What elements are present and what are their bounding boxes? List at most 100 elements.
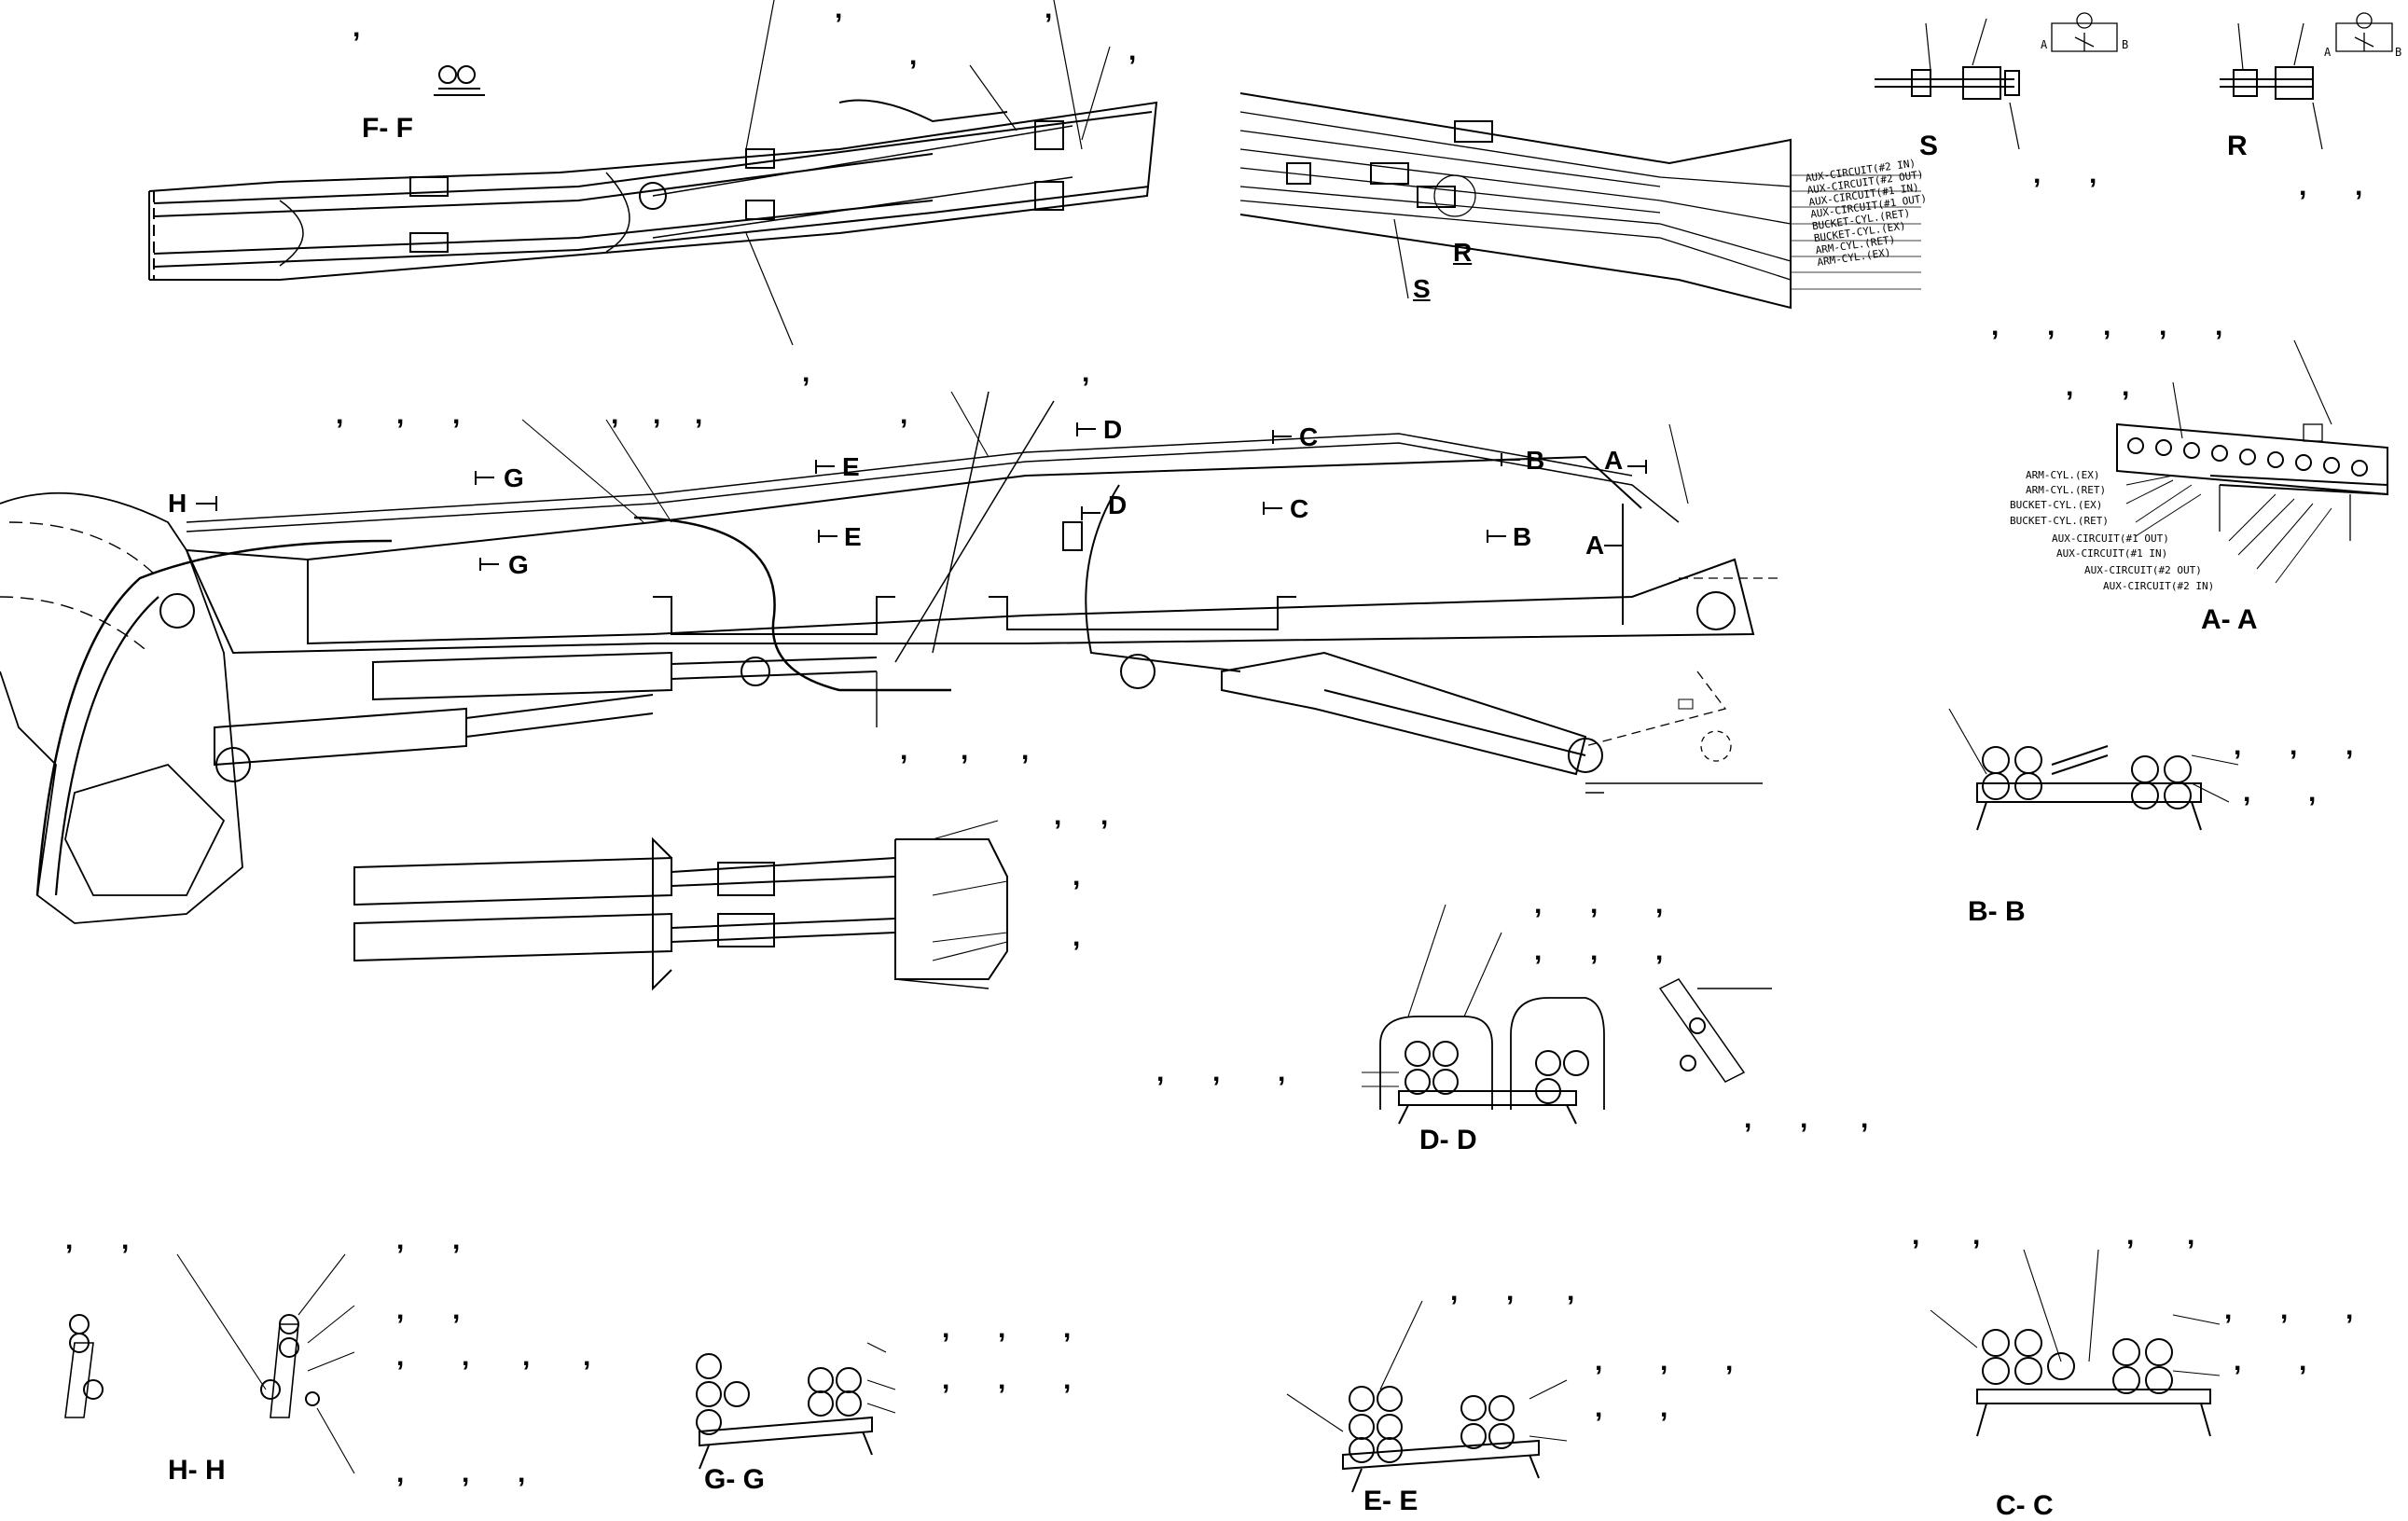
callout-comma: ,	[1595, 1392, 1603, 1423]
section-aa	[2116, 339, 2388, 584]
callout-comma: ,	[396, 1224, 405, 1255]
cut-marker-b: B	[1526, 446, 1545, 475]
cut-marker-d: D	[1108, 491, 1128, 519]
valve-port-b: B	[2395, 46, 2402, 59]
top-view-arm	[148, 0, 1158, 346]
callout-comma: ,	[462, 1341, 470, 1372]
callout-comma: ,	[1073, 921, 1081, 952]
callout-comma: ,	[1073, 861, 1081, 892]
callout-comma: ,	[462, 1458, 470, 1488]
section-label-aa: A- A	[2201, 604, 2258, 635]
callout-comma: ,	[611, 399, 619, 430]
hose-label: AUX-CIRCUIT(#2 OUT)	[2084, 564, 2202, 576]
callout-comma: ,	[961, 735, 969, 766]
hose-label: AUX-CIRCUIT(#1 OUT)	[2052, 532, 2169, 545]
hose-label: ARM-CYL.(EX)	[2026, 469, 2100, 481]
callout-comma: ,	[2355, 171, 2363, 201]
cut-marker-arrows	[196, 422, 1647, 571]
callout-comma: ,	[1278, 1057, 1286, 1087]
callout-comma: ,	[2066, 371, 2074, 402]
callout-comma: ,	[942, 1364, 950, 1395]
callout-comma: ,	[396, 1294, 405, 1325]
callout-comma: ,	[2187, 1220, 2195, 1251]
cut-marker-h: H	[168, 489, 187, 518]
callout-comma: ,	[452, 1224, 461, 1255]
callout-comma: ,	[900, 399, 908, 430]
callout-comma: ,	[1595, 1346, 1603, 1376]
callout-comma: ,	[2234, 1346, 2242, 1376]
callout-comma: ,	[1534, 889, 1543, 920]
section-label-ee: E- E	[1363, 1486, 1419, 1516]
callout-comma: ,	[2224, 1294, 2233, 1325]
section-ff-clamp	[434, 65, 485, 96]
cut-marker-c: C	[1299, 422, 1319, 451]
detail-callout-s: S	[1413, 274, 1431, 303]
callout-comma: ,	[1800, 1103, 1808, 1134]
callout-comma: ,	[1991, 311, 2000, 341]
callout-comma: ,	[2089, 159, 2097, 189]
callout-comma: ,	[1744, 1103, 1752, 1134]
callout-comma: ,	[353, 12, 361, 43]
callout-comma: ,	[1655, 889, 1664, 920]
callout-comma: ,	[1082, 357, 1090, 388]
section-hh	[64, 1253, 355, 1474]
callout-comma: ,	[2299, 171, 2307, 201]
callout-comma: ,	[998, 1364, 1006, 1395]
callout-comma: ,	[1212, 1057, 1221, 1087]
section-label-bb: B- B	[1968, 896, 2026, 927]
callout-comma: ,	[1045, 0, 1053, 24]
callout-comma: ,	[583, 1341, 591, 1372]
callout-comma: ,	[653, 399, 661, 430]
hose-label: BUCKET-CYL.(EX)	[2010, 499, 2103, 511]
valve-port-a: A	[2324, 46, 2332, 59]
cut-marker-a: A	[1604, 446, 1624, 475]
cut-marker-a: A	[1585, 531, 1605, 560]
section-cc	[1930, 1249, 2221, 1437]
callout-comma: ,	[1534, 935, 1543, 966]
callout-comma: ,	[452, 1294, 461, 1325]
callout-comma: ,	[909, 40, 918, 71]
callout-comma: ,	[2308, 777, 2317, 808]
callout-comma: ,	[396, 1458, 405, 1488]
callout-comma: ,	[2290, 730, 2298, 761]
hose-label: BUCKET-CYL.(RET)	[2010, 515, 2109, 527]
main-boom-side-view	[0, 391, 1781, 924]
cut-marker-c: C	[1290, 494, 1309, 523]
hose-label: AUX-CIRCUIT(#2 IN)	[2103, 580, 2215, 592]
callout-comma: ,	[695, 399, 703, 430]
callout-comma: ,	[942, 1313, 950, 1344]
callout-comma: ,	[1655, 935, 1664, 966]
detail-callout-r: R	[1453, 238, 1473, 267]
callout-comma: ,	[2346, 730, 2354, 761]
callout-comma: ,	[396, 1341, 405, 1372]
section-label-s: S	[1919, 131, 1939, 161]
section-label-hh: H- H	[168, 1455, 226, 1486]
callout-comma: ,	[998, 1313, 1006, 1344]
section-label-r: R	[2227, 131, 2248, 161]
section-bb	[1948, 708, 2239, 831]
callout-comma: ,	[2215, 311, 2223, 341]
section-label-gg: G- G	[704, 1464, 765, 1495]
section-ee	[1286, 1300, 1568, 1493]
callout-comma: ,	[1567, 1276, 1575, 1307]
valve-port-a: A	[2041, 38, 2048, 51]
callout-comma: ,	[1725, 1346, 1734, 1376]
callout-comma: ,	[1912, 1220, 1920, 1251]
callout-comma: ,	[1590, 889, 1598, 920]
section-dd	[1362, 904, 1772, 1125]
callout-comma: ,	[2280, 1294, 2289, 1325]
section-label-dd: D- D	[1419, 1125, 1477, 1155]
callout-comma: ,	[1063, 1364, 1072, 1395]
callout-comma: ,	[2299, 1346, 2307, 1376]
callout-comma: ,	[396, 399, 405, 430]
callout-comma: ,	[2159, 311, 2167, 341]
cut-marker-g: G	[508, 550, 529, 579]
callout-comma: ,	[835, 0, 843, 24]
cut-marker-e: E	[842, 452, 860, 481]
callout-comma: ,	[1450, 1276, 1459, 1307]
callout-comma: ,	[1021, 735, 1030, 766]
cut-marker-b: B	[1513, 522, 1532, 551]
cut-marker-g: G	[504, 463, 524, 492]
callout-comma: ,	[2126, 1220, 2135, 1251]
